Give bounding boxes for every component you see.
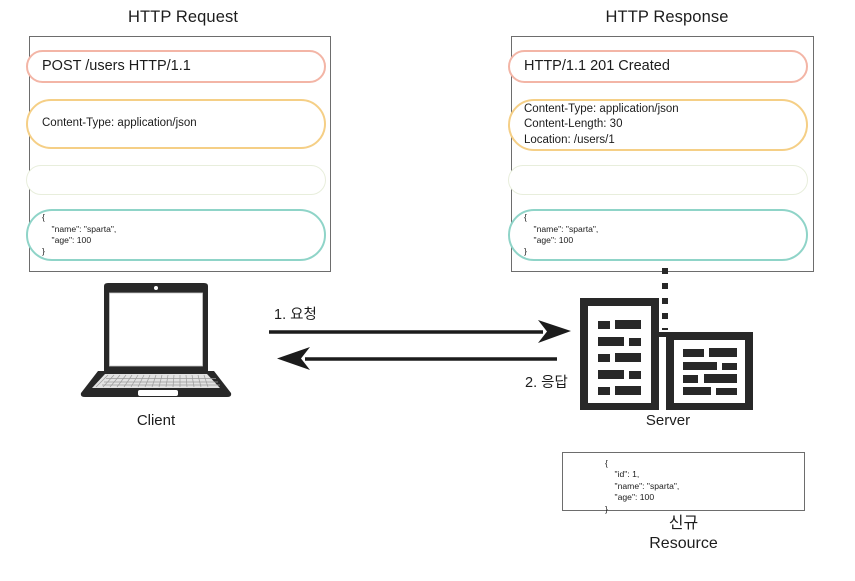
server-box-icon bbox=[666, 332, 753, 410]
request-body-text: { "name": "sparta", "age": 100 } bbox=[42, 212, 117, 257]
request-headers-box: Content-Type: application/json bbox=[26, 99, 326, 149]
request-headers-text: Content-Type: application/json bbox=[42, 117, 197, 130]
resource-label: 신규 Resource bbox=[562, 514, 805, 555]
response-status-line-text: HTTP/1.1 201 Created bbox=[524, 57, 670, 74]
request-start-line-box: POST /users HTTP/1.1 bbox=[26, 50, 326, 83]
server-rack-icon bbox=[580, 298, 753, 410]
request-panel-title: HTTP Request bbox=[127, 8, 239, 26]
request-body-box: { "name": "sparta", "age": 100 } bbox=[26, 209, 326, 261]
response-body-text: { "name": "sparta", "age": 100 } bbox=[524, 212, 599, 257]
http-request-panel: POST /users HTTP/1.1 Content-Type: appli… bbox=[26, 36, 331, 272]
request-arrow-label: 1. 요청 bbox=[274, 307, 317, 323]
response-status-line-box: HTTP/1.1 201 Created bbox=[508, 50, 808, 83]
server-label: Server bbox=[645, 412, 691, 429]
new-resource-box: { "id": 1, "name": "sparta", "age": 100 … bbox=[562, 452, 805, 514]
response-blank-line-box bbox=[508, 165, 808, 195]
dashed-connector-line bbox=[655, 268, 675, 337]
request-arrow bbox=[269, 320, 571, 343]
response-arrow-label: 2. 응답 bbox=[525, 375, 568, 391]
resource-label-line1: 신규 bbox=[668, 515, 699, 532]
resource-label-line2: Resource bbox=[649, 535, 718, 553]
server-tower-icon bbox=[580, 298, 659, 410]
http-response-panel: HTTP/1.1 201 Created Content-Type: appli… bbox=[508, 36, 814, 272]
response-panel-title: HTTP Response bbox=[605, 8, 729, 26]
response-arrow bbox=[277, 347, 557, 370]
resource-json-text: { "id": 1, "name": "sparta", "age": 100 … bbox=[605, 458, 680, 514]
response-headers-text: Content-Type: application/json Content-L… bbox=[524, 103, 679, 146]
request-response-arrows bbox=[269, 320, 571, 370]
response-headers-box: Content-Type: application/json Content-L… bbox=[508, 99, 808, 151]
request-start-line-text: POST /users HTTP/1.1 bbox=[42, 57, 191, 74]
client-label: Client bbox=[136, 412, 176, 429]
laptop-icon bbox=[80, 283, 232, 397]
request-blank-line-box bbox=[26, 165, 326, 195]
response-body-box: { "name": "sparta", "age": 100 } bbox=[508, 209, 808, 261]
